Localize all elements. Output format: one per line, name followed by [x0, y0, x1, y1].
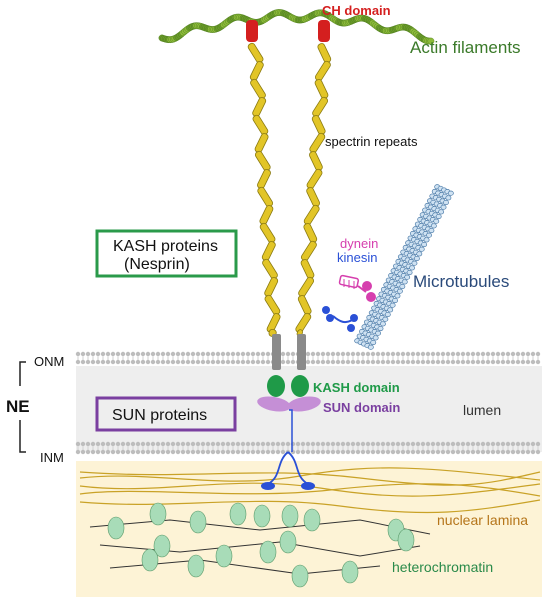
- nucleosome: [253, 504, 271, 528]
- kash-domain-right: [291, 375, 309, 397]
- nucleosome: [341, 560, 359, 584]
- nucleosome: [187, 554, 205, 578]
- lumen-label: lumen: [463, 402, 501, 418]
- sun-coiled-coil: [289, 409, 293, 452]
- ne-bracket: [19, 361, 26, 453]
- sun-inm-loop: [267, 451, 309, 485]
- kash-proteins-title: KASH proteins: [113, 238, 218, 255]
- ch-domain-label: CH domain: [322, 3, 391, 18]
- ch-domain-left: [246, 20, 258, 42]
- membrane-leaflet: [75, 356, 541, 365]
- nucleosome: [259, 540, 277, 564]
- actin-filaments-label: Actin filaments: [410, 38, 521, 57]
- nucleosome: [397, 528, 415, 552]
- microtubules-label: Microtubules: [413, 272, 509, 291]
- kash-domain-label: KASH domain: [313, 380, 400, 395]
- heterochromatin-label: heterochromatin: [392, 559, 493, 575]
- actin-filament: [158, 9, 435, 45]
- ch-domain-right: [318, 20, 330, 42]
- sun-domain-right: [287, 396, 321, 412]
- spectrin-repeats-label: spectrin repeats: [325, 134, 418, 149]
- nuclear-lamina-label: nuclear lamina: [437, 512, 528, 528]
- dynein-label: dynein: [340, 236, 378, 251]
- kash-proteins-box: [95, 229, 238, 278]
- nucleosome: [149, 502, 167, 526]
- sun-proteins-title: SUN proteins: [112, 407, 207, 424]
- sun-proteins-box: [95, 396, 237, 432]
- sun-nucleoplasmic-right: [301, 482, 315, 490]
- sun-domain-label: SUN domain: [323, 400, 400, 415]
- nucleosome: [303, 508, 321, 532]
- nuclear-membranes: [75, 351, 541, 455]
- nucleosome: [141, 548, 159, 572]
- ne-label: NE: [6, 397, 30, 416]
- nucleosome: [279, 530, 297, 554]
- kash-transmembrane-left: [272, 334, 281, 370]
- sun-nucleoplasmic-left: [261, 482, 275, 490]
- spectrin-chain-right: [295, 43, 332, 337]
- kinesin-motor: [322, 306, 358, 332]
- nucleosome: [291, 564, 309, 588]
- kash-domain-left: [267, 375, 285, 397]
- spectrin-repeat-chains: [247, 42, 332, 338]
- dynein-motor: [338, 274, 376, 302]
- microtubule: [354, 184, 454, 350]
- kash-proteins-subtitle: (Nesprin): [124, 256, 190, 273]
- membrane-leaflet: [75, 446, 541, 455]
- nucleosome: [107, 516, 125, 540]
- inm-label: INM: [40, 450, 64, 465]
- spectrin-chain-left: [247, 42, 281, 338]
- onm-label: ONM: [34, 354, 64, 369]
- heterochromatin-fibers: [89, 502, 431, 588]
- sun-domain-left: [257, 396, 291, 412]
- nucleosome: [189, 510, 207, 534]
- kinesin-label: kinesin: [337, 250, 377, 265]
- nucleosome: [153, 534, 171, 558]
- kash-transmembrane-right: [297, 334, 306, 370]
- nucleosome: [281, 504, 299, 528]
- chromatin-fiber: [89, 519, 431, 535]
- nucleosome: [229, 502, 247, 526]
- nucleosome: [215, 544, 233, 568]
